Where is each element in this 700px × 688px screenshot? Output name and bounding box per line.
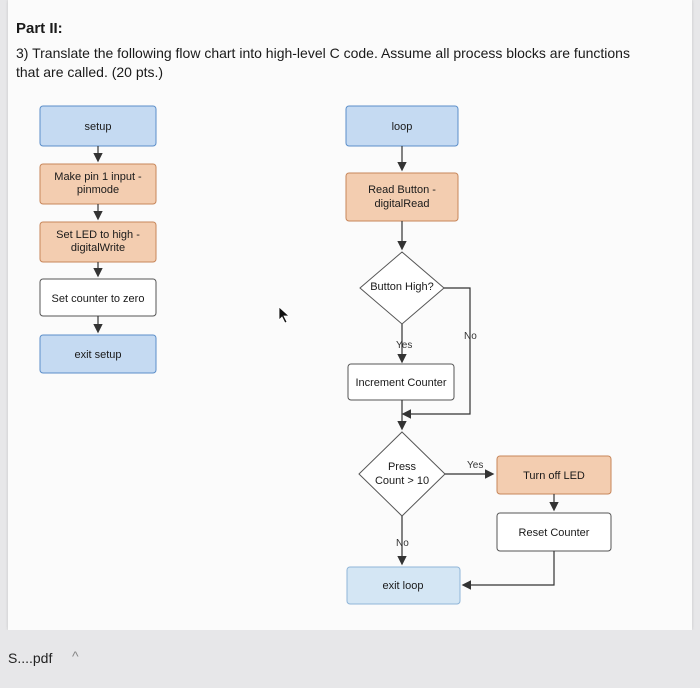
no-label-2: No — [396, 538, 409, 549]
press-count-label-2: Count > 10 — [375, 475, 429, 487]
download-bar: S....pdf ^ — [0, 630, 700, 688]
exit-loop-label: exit loop — [383, 580, 424, 592]
flowchart: setup Make pin 1 input - pinmode Set LED… — [39, 105, 612, 605]
no-branch-line — [401, 287, 471, 419]
exit-setup-block — [39, 334, 157, 374]
read-button-label-2: digitalRead — [374, 198, 429, 210]
no-label-1: No — [464, 331, 477, 342]
set-led-label-1: Set LED to high - — [56, 229, 140, 241]
press-count-diamond — [358, 431, 446, 517]
chevron-up-icon[interactable]: ^ — [72, 648, 79, 664]
press-count-label-1: Press — [388, 461, 417, 473]
increment-label: Increment Counter — [355, 377, 446, 389]
set-counter-label: Set counter to zero — [52, 293, 145, 305]
button-high-label: Button High? — [370, 281, 434, 293]
question-text: 3) Translate the following flow chart in… — [16, 45, 630, 80]
make-pin-label-1: Make pin 1 input - — [54, 171, 142, 183]
increment-block — [347, 363, 455, 401]
set-led-label-2: digitalWrite — [71, 242, 125, 254]
yes-label-2: Yes — [467, 460, 483, 471]
make-pin-label-2: pinmode — [77, 184, 119, 196]
reset-counter-label: Reset Counter — [519, 527, 590, 539]
read-button-block — [345, 172, 459, 222]
mouse-cursor-icon — [278, 306, 291, 324]
exit-setup-label: exit setup — [74, 349, 121, 361]
exit-loop-block — [346, 566, 461, 605]
turn-off-led-label: Turn off LED — [523, 470, 585, 482]
reset-to-exit-line — [461, 551, 555, 590]
yes-label-1: Yes — [396, 340, 412, 351]
part-title: Part II: — [16, 20, 63, 37]
loop-label: loop — [392, 121, 413, 133]
setup-label: setup — [85, 121, 112, 133]
download-file-name[interactable]: S....pdf — [8, 650, 53, 666]
read-button-label-1: Read Button - — [368, 184, 436, 196]
